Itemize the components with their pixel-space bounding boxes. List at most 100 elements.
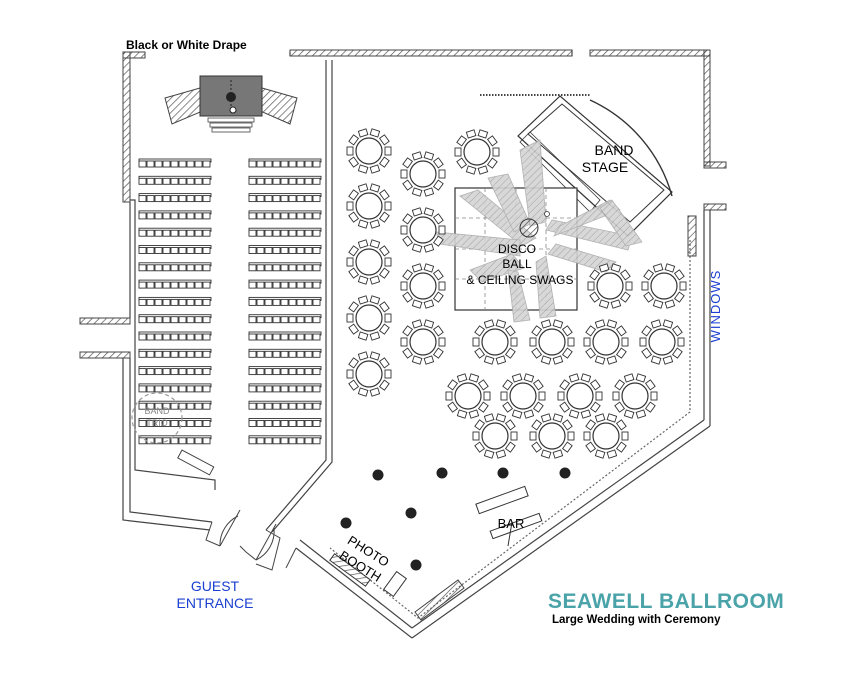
chair-row xyxy=(248,227,322,237)
table-chair xyxy=(474,325,486,337)
ceremony-chair xyxy=(170,385,179,393)
table-chair xyxy=(369,295,381,305)
ceremony-chair xyxy=(280,160,289,168)
table-chair xyxy=(346,201,354,211)
cocktail-table xyxy=(340,517,352,529)
table-chair xyxy=(378,357,390,369)
table-chair xyxy=(411,207,423,217)
table-chair xyxy=(402,347,414,359)
ceremony-chair xyxy=(138,385,147,393)
ceremony-chair xyxy=(304,420,313,427)
ceremony-chair xyxy=(248,368,257,376)
table-top xyxy=(454,382,482,410)
ceremony-chair xyxy=(178,195,187,203)
table-chair xyxy=(589,291,601,303)
table-chair xyxy=(411,263,423,273)
ceremony-chair xyxy=(288,402,297,410)
table-chair xyxy=(369,183,381,193)
ceremony-chair xyxy=(194,212,203,220)
ceremony-chair xyxy=(202,212,211,220)
table-top xyxy=(592,328,620,356)
disco-label-1: DISCO xyxy=(498,242,536,256)
ceremony-chair xyxy=(186,316,195,324)
chair-row xyxy=(138,348,212,358)
ceremony-chair xyxy=(304,247,313,254)
chair-row xyxy=(248,158,322,168)
chair-row xyxy=(138,400,212,410)
ceremony-chair xyxy=(146,212,155,220)
table-chair xyxy=(402,157,414,169)
ceremony-chair xyxy=(194,350,203,358)
ceremony-chair xyxy=(256,281,265,289)
ceremony-chair xyxy=(162,177,171,185)
ceremony-chair xyxy=(272,281,281,289)
ceremony-chair xyxy=(138,437,147,445)
table-chair xyxy=(432,347,444,359)
ceremony-chair xyxy=(146,177,155,185)
table-chair xyxy=(615,441,627,453)
ceremony-chair xyxy=(138,247,147,254)
table-chair xyxy=(589,401,601,413)
table-chair xyxy=(423,299,435,309)
table-top xyxy=(592,422,620,450)
table-chair xyxy=(664,263,676,273)
table-chair xyxy=(357,387,369,397)
ceremony-chair xyxy=(162,316,171,324)
ceremony-chair xyxy=(280,212,289,220)
ceremony-chair xyxy=(296,298,305,306)
bar-label: BAR xyxy=(498,516,525,531)
ceremony-chair xyxy=(264,177,273,185)
ceremony-chair xyxy=(256,350,265,358)
table-chair xyxy=(402,291,414,303)
table-chair xyxy=(594,355,606,365)
ceremony-chair xyxy=(202,160,211,168)
table-top xyxy=(409,272,437,300)
ceremony-chair xyxy=(146,247,155,254)
ceremony-chair xyxy=(248,333,257,341)
table-chair xyxy=(438,337,446,347)
table-chair xyxy=(477,129,489,139)
ceremony-chair xyxy=(288,281,297,289)
chair-row xyxy=(248,193,322,203)
ceremony-chair xyxy=(264,368,273,376)
ceremony-chair xyxy=(264,350,273,358)
table-top xyxy=(481,422,509,450)
ceremony-chair xyxy=(170,298,179,306)
ceremony-chair xyxy=(280,402,289,410)
table-chair xyxy=(477,379,489,391)
table-chair xyxy=(369,387,381,397)
ceremony-chair xyxy=(162,368,171,376)
ceremony-chair xyxy=(312,281,321,289)
table-chair xyxy=(559,401,571,413)
table-chair xyxy=(432,235,444,247)
table-top xyxy=(355,248,383,276)
table-chair xyxy=(615,325,627,337)
table-chair xyxy=(447,379,459,391)
ceremony-chair xyxy=(186,420,195,427)
ceremony-chair xyxy=(280,281,289,289)
table-chair xyxy=(477,165,489,175)
table-chair xyxy=(411,319,423,329)
table-chair xyxy=(384,201,392,211)
ceremony-chair xyxy=(194,316,203,324)
ceremony-chair xyxy=(264,264,273,272)
ceremony-chair xyxy=(138,229,147,237)
ceremony-chair xyxy=(304,368,313,376)
ceremony-chair xyxy=(296,333,305,341)
ceremony-chair xyxy=(256,177,265,185)
table-chair xyxy=(580,409,592,419)
ceremony-chair xyxy=(296,316,305,324)
table-chair xyxy=(378,323,390,335)
ceremony-chair xyxy=(280,195,289,203)
table-chair xyxy=(445,391,453,401)
band-trio-label-1: BAND xyxy=(144,406,170,416)
ceremony-chair xyxy=(178,333,187,341)
ceremony-chair xyxy=(288,350,297,358)
ceremony-chair xyxy=(264,437,273,445)
table-chair xyxy=(671,325,683,337)
ceremony-chair xyxy=(272,195,281,203)
table-chair xyxy=(559,379,571,391)
ceremony-chair xyxy=(178,281,187,289)
ceremony-chair xyxy=(170,229,179,237)
table-chair xyxy=(625,281,633,291)
